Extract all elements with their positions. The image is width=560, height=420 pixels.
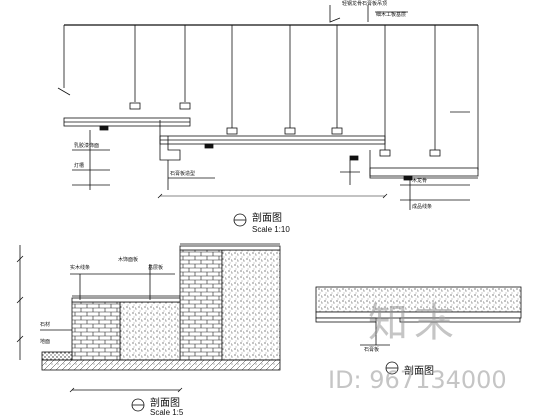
- detail-b-scale: Scale 1:5: [150, 408, 184, 417]
- detail-a-note-1: 轻钢龙骨石膏板吊顶: [342, 1, 388, 7]
- section-detail-b: [16, 243, 281, 412]
- detail-c-note-1: 石膏板: [364, 347, 380, 353]
- detail-a-note-6: 木龙骨: [412, 178, 428, 184]
- watermark-id-text: ID: 967134000: [328, 366, 507, 394]
- watermark-logo: [439, 315, 445, 321]
- detail-b-note-5: 地面: [40, 339, 51, 345]
- detail-a-note-2: 细木工板基层: [376, 12, 407, 18]
- detail-a-note-5: 石膏板造型: [170, 171, 196, 177]
- detail-b-note-3: 基层板: [148, 265, 164, 271]
- detail-c-title: 剖面图: [404, 366, 434, 377]
- detail-b-note-4: 石材: [40, 322, 51, 328]
- detail-b-note-1: 实木线条: [70, 265, 91, 271]
- section-detail-c: [315, 286, 522, 375]
- watermark-logo-text: 知末: [368, 300, 460, 346]
- detail-b-note-2: 木饰面板: [118, 257, 139, 263]
- detail-b-title: 剖面图: [150, 398, 180, 409]
- detail-a-title: 剖面图: [252, 213, 282, 224]
- detail-a-scale: Scale 1:10: [252, 225, 290, 234]
- section-detail-a: [57, 5, 479, 227]
- detail-a-note-7: 成品线条: [412, 204, 433, 210]
- detail-a-note-3: 乳胶漆饰面: [74, 143, 100, 149]
- detail-a-note-4: 灯槽: [74, 163, 85, 169]
